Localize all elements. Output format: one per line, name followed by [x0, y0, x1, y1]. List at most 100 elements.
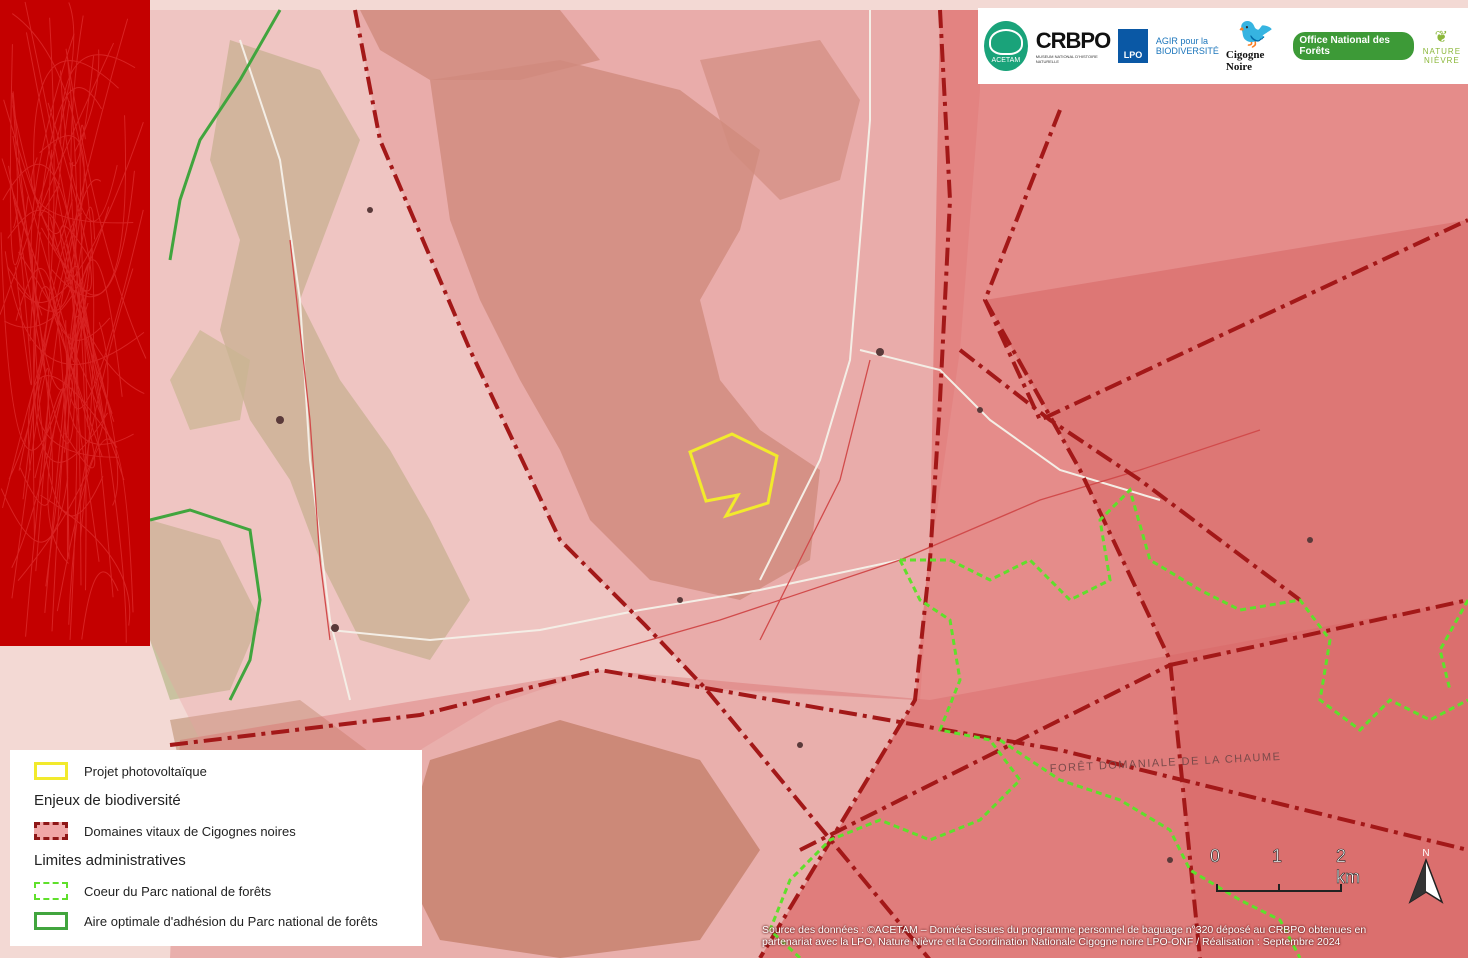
- scribble-line: [12, 105, 74, 234]
- legend-title-enjeux: Enjeux de biodiversité: [34, 792, 181, 809]
- green-forest-zone: [150, 520, 260, 700]
- crbpo-logo-text: CRBPO: [1035, 28, 1111, 53]
- forest-zone: [400, 720, 760, 958]
- domain-boundaries: [169, 9, 1468, 958]
- scribble-line: [32, 286, 100, 562]
- scribble-line: [7, 209, 78, 640]
- scribble-line: [15, 268, 70, 560]
- scribble-line: [4, 251, 145, 365]
- forest-zone: [430, 60, 820, 600]
- scale-tick-1: 1: [1272, 846, 1283, 867]
- road-network-red: [289, 239, 1261, 661]
- onf-logo: Office National des Forêts: [1293, 32, 1414, 60]
- scribble-line: [69, 162, 118, 222]
- leaf-icon: ❦: [1434, 29, 1450, 46]
- scribble-line: [3, 99, 135, 296]
- legend-swatch-aire: [34, 912, 68, 930]
- scribble-line: [9, 44, 29, 266]
- agir-logo-line1: AGIR pour la: [1155, 36, 1208, 46]
- cigogne-domain-east: [760, 10, 1468, 958]
- source-line-2: partenariat avec la LPO, Nature Nièvre e…: [762, 936, 1341, 948]
- cigogne-domain-south: [170, 600, 1468, 958]
- scale-mid-tick: [1278, 884, 1280, 892]
- acetam-logo-text: ACETAM: [991, 56, 1021, 64]
- scribble-line: [40, 102, 92, 292]
- scribble-line: [14, 211, 32, 385]
- agir-biodiversite-logo: AGIR pour la BIODIVERSITÉ: [1155, 36, 1219, 56]
- legend-title-limites: Limites administratives: [34, 852, 186, 869]
- cigogne-noire-logo: 🐦 Cigogne Noire: [1225, 17, 1285, 74]
- scribble-line: [1, 158, 103, 458]
- scribble-line: [53, 101, 73, 251]
- scribble-line: [0, 477, 69, 543]
- onf-logo-text: Office National des Forêts: [1299, 35, 1390, 57]
- legend-item-coeur: Coeur du Parc national de forêts: [20, 876, 412, 906]
- legend-label-domaines: Domaines vitaux de Cigognes noires: [84, 823, 296, 839]
- legend-label-projet: Projet photovoltaïque: [84, 763, 207, 779]
- scribble-line: [31, 157, 134, 224]
- acetam-emblem-icon: [988, 28, 1023, 55]
- cigogne-logo-text: Cigogne Noire: [1225, 49, 1265, 73]
- north-arrow-icon: N: [1408, 848, 1444, 904]
- parc-coeur-boundary: [768, 487, 1468, 958]
- scribble-overlay: [0, 0, 150, 646]
- north-label: N: [1422, 848, 1429, 859]
- scale-tick-2: 2 km: [1336, 846, 1361, 888]
- scale-tick-0: 0: [1210, 846, 1221, 867]
- scribble-line: [66, 315, 114, 598]
- scribble-line: [33, 60, 119, 192]
- scribble-line: [27, 375, 118, 471]
- scribble-line: [66, 333, 134, 445]
- scribble-line: [60, 54, 136, 145]
- green-forest-zone: [210, 40, 470, 660]
- scribble-line: [2, 163, 87, 591]
- legend-item-projet: Projet photovoltaïque: [20, 756, 412, 786]
- scribble-line: [70, 15, 113, 414]
- scribble-line: [2, 265, 81, 508]
- scribble-line: [29, 87, 102, 341]
- scribble-line: [18, 251, 125, 481]
- projet-photovoltaique-polygon[interactable]: [688, 432, 779, 519]
- crbpo-logo-subtext: MUSEUM NATIONAL D'HISTOIRE NATURELLE: [1035, 54, 1098, 64]
- lpo-logo-text: LPO: [1123, 50, 1143, 60]
- legend-swatch-domaines: [34, 822, 68, 840]
- legend-item-aire: Aire optimale d'adhésion du Parc nationa…: [20, 906, 412, 936]
- legend-swatch-projet: [34, 762, 68, 780]
- scribble-line: [51, 115, 127, 298]
- cigogne-domain-central: [355, 10, 940, 700]
- logo-bar: ACETAM CRBPO MUSEUM NATIONAL D'HISTOIRE …: [978, 8, 1468, 84]
- cigogne-domain-west: [150, 10, 980, 760]
- forest-zone: [700, 40, 860, 200]
- green-forest-zone: [170, 330, 250, 430]
- scale-bar: 0 1 2 km: [1200, 846, 1370, 896]
- source-credits: Source des données : ©ACETAM – Données i…: [762, 924, 1468, 948]
- map-legend: Projet photovoltaïque Enjeux de biodiver…: [10, 750, 422, 946]
- scribble-line: [8, 17, 55, 480]
- nature-logo-text: NATURE: [1422, 47, 1462, 56]
- scribble-line: [59, 225, 115, 422]
- scribble-line: [68, 268, 134, 625]
- legend-item-domaines: Domaines vitaux de Cigognes noires: [20, 816, 412, 846]
- scribble-line: [11, 92, 18, 229]
- nature-nievre-logo: ❦ NATURE NIÈVRE: [1422, 27, 1462, 65]
- cigogne-domain-overlap: [985, 220, 1468, 958]
- legend-swatch-coeur: [34, 882, 68, 900]
- scribble-line: [18, 18, 129, 471]
- scribble-line: [11, 367, 50, 599]
- scribble-line: [56, 438, 134, 613]
- lpo-logo: LPO: [1118, 29, 1148, 63]
- scribble-line: [79, 124, 89, 427]
- stork-icon: 🐦: [1236, 17, 1275, 50]
- parc-aire-boundary: [149, 9, 282, 701]
- nievre-logo-text: NIÈVRE: [1423, 56, 1460, 65]
- forest-zone: [360, 10, 600, 80]
- agir-logo-line2: BIODIVERSITÉ: [1155, 46, 1219, 56]
- source-line-1: Source des données : ©ACETAM – Données i…: [762, 924, 1367, 936]
- scribble-line: [74, 286, 119, 506]
- scribble-line: [4, 206, 110, 328]
- scribble-line: [8, 165, 76, 444]
- legend-label-coeur: Coeur du Parc national de forêts: [84, 883, 272, 899]
- scribble-line: [12, 135, 53, 506]
- acetam-logo: ACETAM: [984, 21, 1028, 71]
